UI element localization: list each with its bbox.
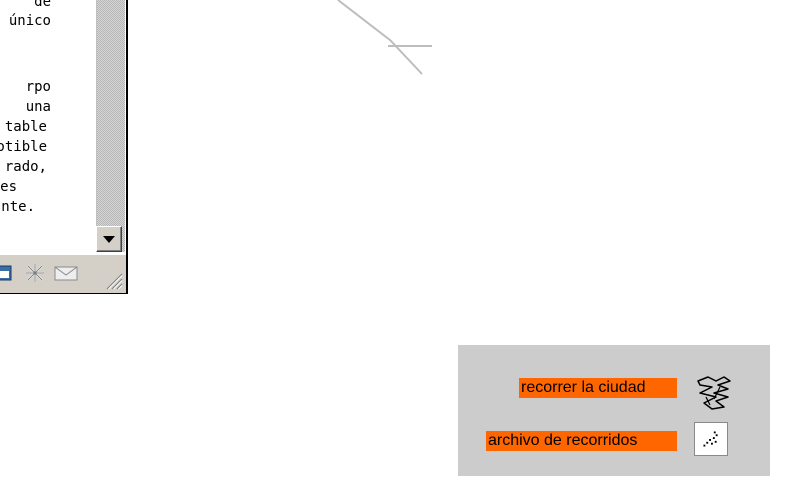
info-window: de único rpo una table otible rado, es n… <box>0 0 128 294</box>
map-path-lines <box>337 0 432 75</box>
text-line: único <box>8 13 51 29</box>
text-line: nte. <box>1 199 35 215</box>
snowflake-icon[interactable] <box>25 263 45 283</box>
tour-archive-button[interactable] <box>694 422 728 456</box>
text-line: una <box>25 99 51 115</box>
tour-archive-link[interactable]: archivo de recorridos <box>486 431 677 451</box>
scroll-down-button[interactable] <box>96 226 122 252</box>
resize-grip-icon[interactable] <box>105 272 123 290</box>
scrollbar-track[interactable] <box>96 0 125 252</box>
window-icon[interactable] <box>0 263 14 283</box>
text-line: otible <box>0 139 47 155</box>
status-bar <box>0 254 126 293</box>
scribble-path-icon[interactable] <box>694 373 734 413</box>
text-line: rado, <box>4 159 47 175</box>
text-line: es <box>0 179 17 195</box>
dotted-path-icon <box>703 431 718 447</box>
text-line: de <box>34 0 51 10</box>
arrow-down-icon <box>103 235 115 243</box>
text-line: rpo <box>25 79 51 95</box>
text-line: table <box>4 119 47 135</box>
info-text: de único rpo una table otible rado, es n… <box>0 0 95 250</box>
tour-city-link[interactable]: recorrer la ciudad <box>519 378 677 398</box>
envelope-icon[interactable] <box>54 263 78 283</box>
navigation-panel: recorrer la ciudad archivo de recorridos <box>458 345 770 476</box>
